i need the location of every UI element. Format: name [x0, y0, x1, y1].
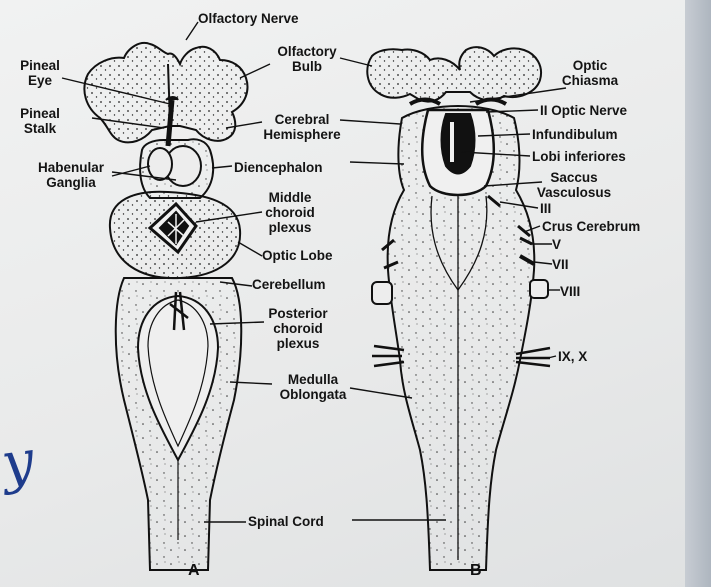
label-pineal-stalk: Pineal Stalk: [12, 106, 68, 136]
figure-b-brain: [367, 47, 550, 570]
label-diencephalon: Diencephalon: [234, 160, 323, 175]
label-habenular-ganglia: Habenular Ganglia: [28, 160, 114, 190]
olfactory-bulb-a: [84, 43, 247, 142]
label-posterior-choroid-plexus: Posterior choroid plexus: [260, 306, 336, 351]
label-saccus-vasculosus: Saccus Vasculosus: [528, 170, 620, 200]
olfactory-bulb-b: [367, 47, 541, 101]
label-nerve-vii: VII: [552, 257, 569, 272]
figure-a-brain: [84, 43, 247, 570]
label-spinal-cord: Spinal Cord: [248, 514, 324, 529]
label-infundibulum: Infundibulum: [532, 127, 617, 142]
label-middle-choroid-plexus: Middle choroid plexus: [258, 190, 322, 235]
figure-label-a: A: [188, 562, 200, 580]
label-cerebral-hemisphere: Cerebral Hemisphere: [250, 112, 354, 142]
figure-label-b: B: [470, 562, 482, 580]
label-nerve-v: V: [552, 237, 561, 252]
label-crus-cerebrum: Crus Cerebrum: [542, 219, 640, 234]
label-olfactory-bulb: Olfactory Bulb: [262, 44, 352, 74]
label-optic-lobe: Optic Lobe: [262, 248, 333, 263]
label-nerve-viii: VIII: [560, 284, 580, 299]
lobi-inferiores-b: [442, 114, 475, 174]
label-ii-optic-nerve: II Optic Nerve: [540, 103, 627, 118]
label-pineal-eye: Pineal Eye: [14, 58, 66, 88]
nerve-viii-b: [530, 280, 548, 298]
label-medulla-oblongata: Medulla Oblongata: [270, 372, 356, 402]
label-optic-chiasma: Optic Chiasma: [552, 58, 628, 88]
label-cerebellum: Cerebellum: [252, 277, 326, 292]
label-nerve-ix-x: IX, X: [558, 349, 587, 364]
label-nerve-iii: III: [540, 201, 551, 216]
label-olfactory-nerve: Olfactory Nerve: [198, 11, 299, 26]
label-lobi-inferiores: Lobi inferiores: [532, 149, 626, 164]
